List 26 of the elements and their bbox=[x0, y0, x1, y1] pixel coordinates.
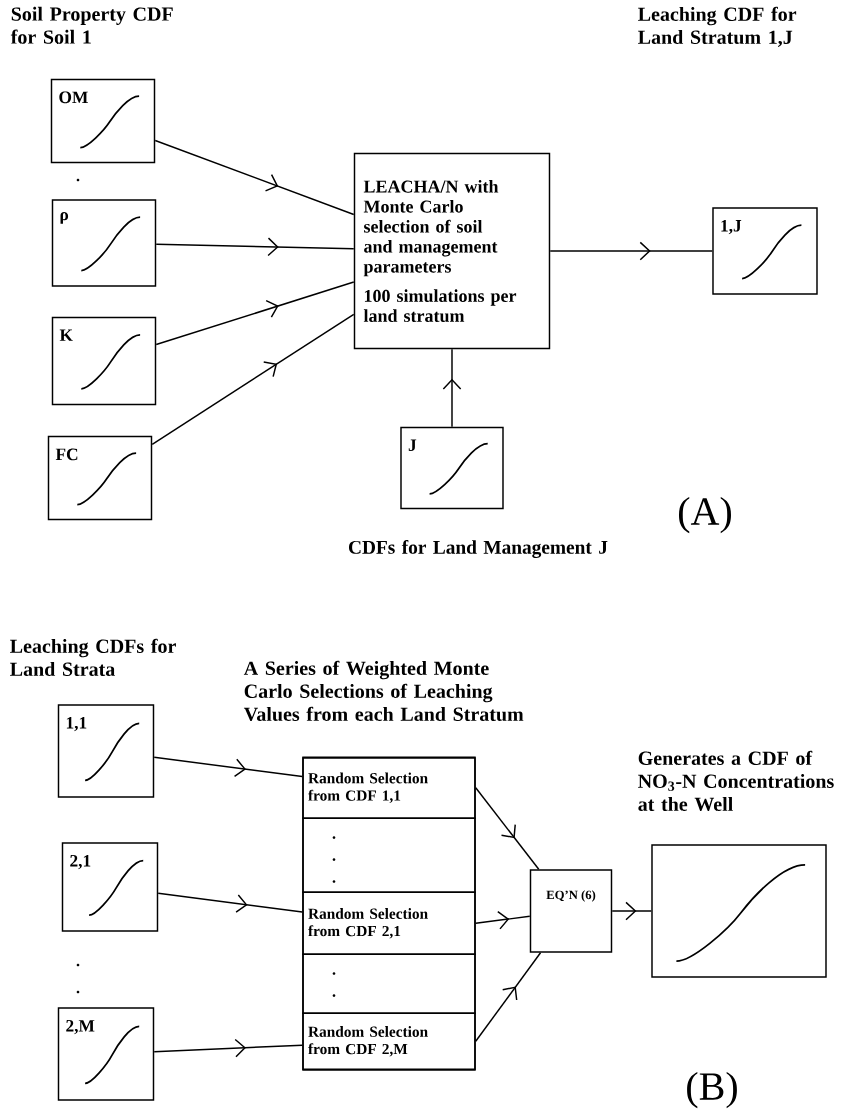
process-box: LEACHA/N with Monte Carlo selection of soil and management parameters 100 simulations per land stratum bbox=[353, 152, 551, 350]
heading: Generates a CDF of NO$_{3}$-N Concentrations at the Well bbox=[638, 750, 834, 812]
cdf-box: OM bbox=[50, 78, 156, 164]
cdf-plot-box bbox=[651, 844, 827, 978]
selection-cell: Random Selection from CDF 1,1 bbox=[302, 756, 476, 819]
heading: Leaching CDFs for Land Strata bbox=[10, 638, 176, 676]
heading: Leaching CDF for Land Stratum 1,J bbox=[638, 6, 797, 47]
selection-cell: Random Selection from CDF 2,1 bbox=[302, 891, 476, 955]
cdf-box: J bbox=[400, 426, 504, 510]
selection-cell: Random Selection from CDF 2,M bbox=[302, 1012, 476, 1070]
cdf-box: ρ bbox=[51, 199, 157, 287]
panel-label: (A) bbox=[679, 496, 731, 534]
empty-cell bbox=[302, 953, 476, 1014]
cdf-box: FC bbox=[47, 435, 153, 521]
heading: CDFs for Land Management J bbox=[349, 540, 608, 558]
cdf-box: 2,M bbox=[57, 1007, 155, 1101]
cdf-box: 2,1 bbox=[61, 842, 159, 932]
cdf-box: 1,1 bbox=[57, 704, 155, 798]
equation-box: EQ’N (6) bbox=[529, 869, 613, 953]
heading: A Series of Weighted Monte Carlo Selections of Leaching Values from each Land Stratum bbox=[243, 660, 524, 722]
panel-label: (B) bbox=[687, 1071, 737, 1109]
empty-cell bbox=[302, 817, 476, 893]
cdf-box: 1,J bbox=[712, 207, 818, 295]
selection-stack bbox=[302, 757, 476, 1071]
heading: Soil Property CDF for Soil 1 bbox=[10, 6, 173, 44]
cdf-box: K bbox=[51, 316, 157, 406]
